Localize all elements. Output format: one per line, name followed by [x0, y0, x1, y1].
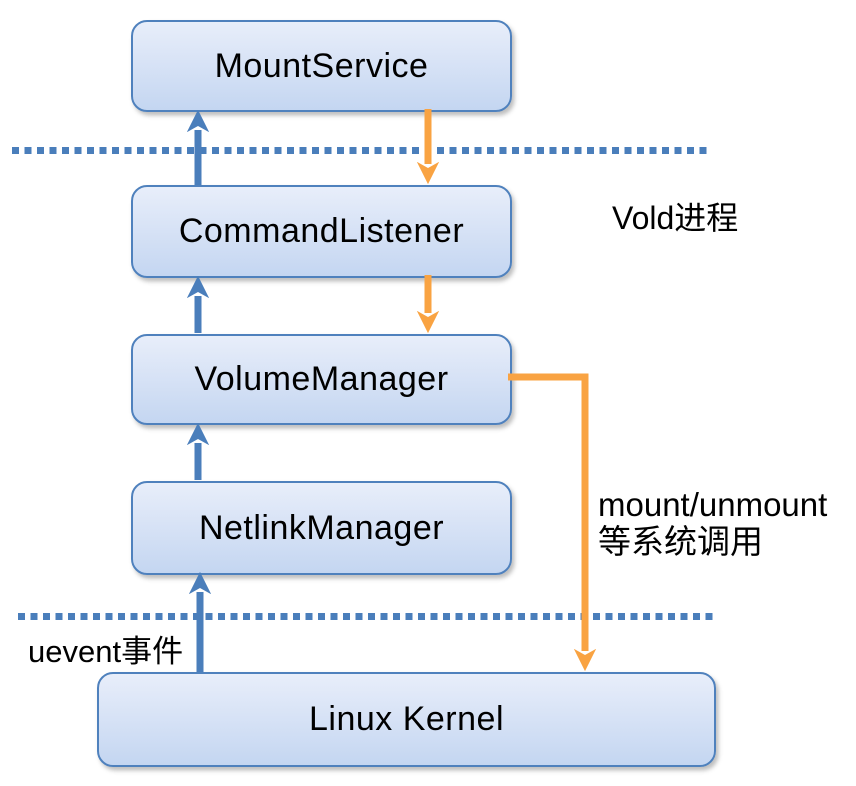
node-mountservice-label: MountService [214, 46, 429, 85]
syscall-label: mount/unmount 等系统调用 [598, 486, 827, 560]
node-volumemanager: VolumeManager [131, 334, 512, 425]
vold-process-label: Vold进程 [612, 200, 739, 236]
node-commandlistener-label: CommandListener [178, 212, 465, 250]
arrow-down-volumemanager-to-linuxkernel [508, 373, 597, 672]
node-netlinkmanager: NetlinkManager [131, 481, 512, 575]
node-netlinkmanager-label: NetlinkManager [198, 508, 445, 547]
syscall-label-line2: 等系统调用 [598, 523, 763, 560]
node-mountservice: MountService [131, 20, 512, 112]
process-boundary-line-top [12, 147, 707, 154]
node-linuxkernel: Linux Kernel [97, 672, 716, 767]
node-volumemanager-label: VolumeManager [194, 360, 449, 398]
uevent-label: uevent事件 [28, 634, 184, 669]
node-linuxkernel-label: Linux Kernel [308, 700, 504, 738]
syscall-label-line1: mount/unmount [598, 486, 828, 523]
kernel-boundary-line-bottom [18, 613, 715, 620]
node-commandlistener: CommandListener [131, 185, 512, 278]
